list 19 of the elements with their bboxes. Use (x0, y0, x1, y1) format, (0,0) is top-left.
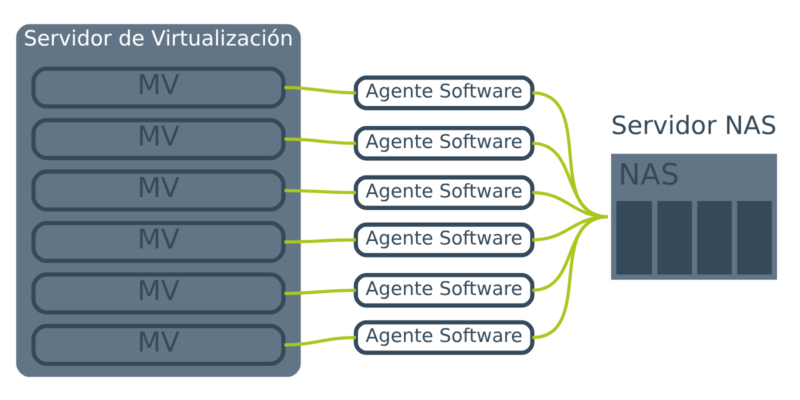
connector (532, 214, 608, 339)
connector (284, 86, 356, 94)
connector (532, 190, 608, 218)
connector (284, 238, 356, 244)
node-box: Agente Software (354, 320, 534, 354)
connector (532, 214, 608, 241)
node-box: Agente Software (354, 125, 534, 160)
connector (284, 188, 356, 194)
connector (532, 214, 608, 292)
node-label: Servidor NAS (611, 110, 777, 140)
connector (532, 90, 608, 218)
node-box: Agente Software (354, 75, 534, 110)
connector (532, 141, 608, 218)
connector (284, 137, 356, 144)
node-box: Agente Software (354, 174, 534, 210)
connector (284, 335, 356, 346)
connector (284, 288, 356, 294)
node-box: Agente Software (354, 272, 534, 308)
node-box: Agente Software (354, 222, 534, 257)
